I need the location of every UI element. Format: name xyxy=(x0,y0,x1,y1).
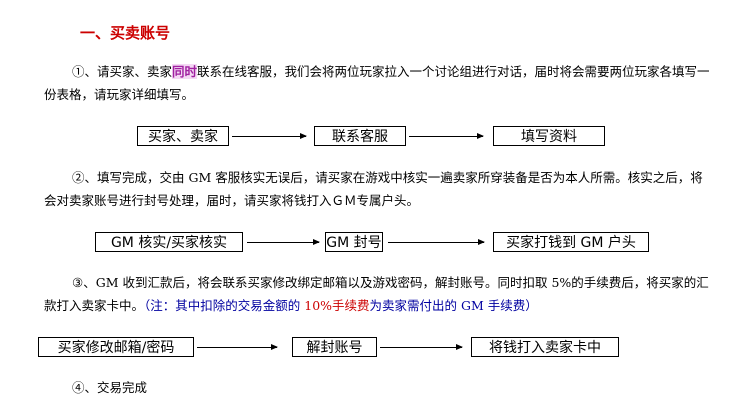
flow1-box-parties: 买家、卖家 xyxy=(137,126,229,146)
flow1-box-fill-form: 填写资料 xyxy=(493,126,605,146)
section-title: 一、买卖账号 xyxy=(80,24,171,42)
step4-text: ④、交易完成 xyxy=(72,380,148,395)
step4-paragraph: ④、交易完成 xyxy=(44,376,714,399)
flow3-arrow-2 xyxy=(380,344,463,350)
step1-paragraph: ①、请买家、卖家同时联系在线客服，我们会将两位玩家拉入一个讨论组进行对话，届时将… xyxy=(44,60,714,106)
step3-note-fee: 10%手续费 xyxy=(304,298,370,313)
step1-text-pre: ①、请买家、卖家 xyxy=(72,64,173,79)
step3-text: ③、GM 收到汇款后，将会联系买家修改绑定邮箱以及游戏密码，解封账号。同时扣取 … xyxy=(44,275,709,313)
flow2-box-pay-gm: 买家打钱到 GM 户头 xyxy=(493,232,649,252)
step3-note-post: 为卖家需付出的 GM 手续费） xyxy=(369,298,538,313)
flow3-arrow-1 xyxy=(197,344,278,350)
flow2-box-ban-account: GM 封号 xyxy=(325,232,383,252)
flow1-arrow-1 xyxy=(232,133,307,139)
step3-paragraph: ③、GM 收到汇款后，将会联系买家修改绑定邮箱以及游戏密码，解封账号。同时扣取 … xyxy=(44,271,714,317)
step2-paragraph: ②、填写完成，交由 GM 客服核实无误后，请买家在游戏中核实一遍卖家所穿装备是否… xyxy=(44,166,714,212)
step2-text: ②、填写完成，交由 GM 客服核实无误后，请买家在游戏中核实一遍卖家所穿装备是否… xyxy=(44,170,703,208)
flow2-arrow-2 xyxy=(388,239,485,245)
flow1-arrow-2 xyxy=(409,133,484,139)
step3-note-pre: （注：其中扣除的交易金额的 xyxy=(144,298,305,313)
flow2-box-verify: GM 核实/买家核实 xyxy=(95,232,243,252)
step1-text-post: 联系在线客服，我们会将两位玩家拉入一个讨论组进行对话，届时将会需要两位玩家各填写… xyxy=(44,64,710,102)
flow3-box-unban-account: 解封账号 xyxy=(292,337,377,357)
flow3-box-change-credentials: 买家修改邮箱/密码 xyxy=(38,337,194,357)
flow1-box-contact-service: 联系客服 xyxy=(314,126,406,146)
step1-highlight: 同时 xyxy=(172,64,198,79)
flow3-box-transfer-to-seller: 将钱打入卖家卡中 xyxy=(471,337,619,357)
flow2-arrow-1 xyxy=(247,239,320,245)
